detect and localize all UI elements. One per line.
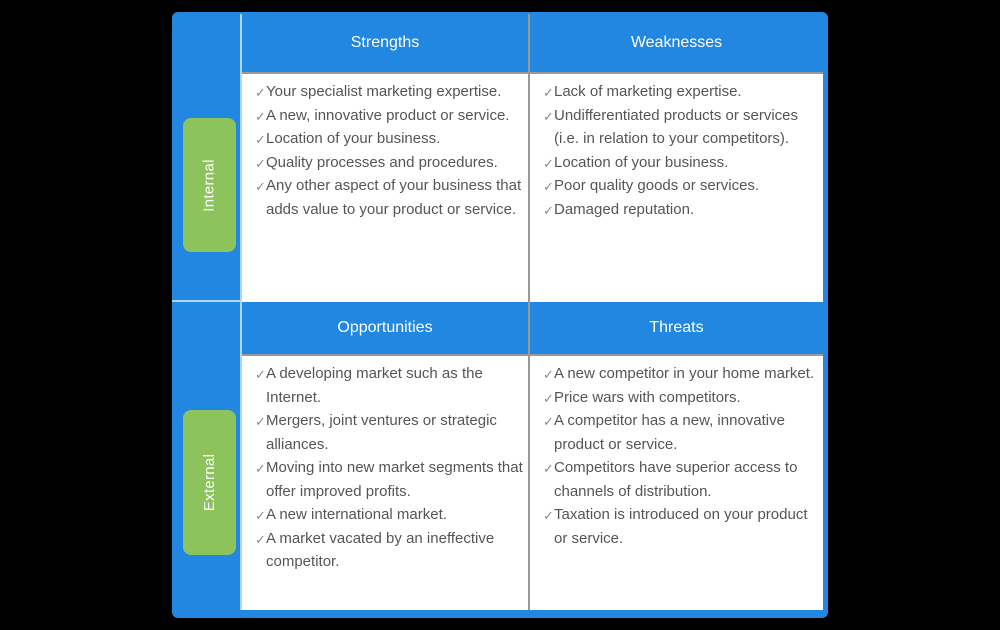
swot-item: ✓Poor quality goods or services. (543, 174, 819, 198)
swot-item-text: Moving into new market segments that off… (266, 459, 523, 500)
swot-item: ✓Your specialist marketing expertise. (255, 80, 524, 104)
swot-item: ✓Location of your business. (255, 127, 524, 151)
check-icon: ✓ (543, 508, 554, 523)
internal-label-badge: Internal (183, 118, 236, 252)
swot-item: ✓A new international market. (255, 503, 524, 527)
check-icon: ✓ (543, 108, 554, 124)
weaknesses-header: Weaknesses (530, 14, 823, 74)
swot-item: ✓A new, innovative product or service. (255, 104, 524, 128)
opportunities-cell: ✓A developing market such as the Interne… (242, 356, 530, 610)
swot-item-text: A new international market. (266, 506, 447, 523)
check-icon: ✓ (255, 414, 266, 429)
swot-item-text: Price wars with competitors. (554, 388, 741, 406)
check-icon: ✓ (543, 461, 554, 476)
swot-item-text: Mergers, joint ventures or strategic all… (266, 412, 497, 453)
check-icon: ✓ (255, 155, 266, 171)
opportunities-header: Opportunities (242, 302, 530, 356)
strengths-header: Strengths (242, 14, 530, 74)
swot-item-text: A developing market such as the Internet… (266, 365, 483, 406)
swot-item-text: Location of your business. (266, 130, 441, 147)
check-icon: ✓ (255, 108, 266, 124)
weaknesses-title: Weaknesses (630, 34, 723, 51)
strengths-title: Strengths (350, 34, 420, 51)
threats-cell: ✓A new competitor in your home market.✓P… (530, 356, 823, 610)
swot-item: ✓A developing market such as the Interne… (255, 362, 524, 409)
check-icon: ✓ (543, 390, 554, 406)
swot-item: ✓Competitors have superior access to cha… (543, 456, 819, 503)
weaknesses-cell: ✓Lack of marketing expertise.✓Undifferen… (530, 74, 823, 302)
swot-matrix: Internal External Strengths Weaknesses ✓… (172, 12, 828, 618)
swot-item: ✓Quality processes and procedures. (255, 151, 524, 175)
swot-item-text: A competitor has a new, innovative produ… (554, 412, 785, 453)
swot-item: ✓Mergers, joint ventures or strategic al… (255, 409, 524, 456)
swot-item: ✓Taxation is introduced on your product … (543, 503, 819, 550)
opportunities-title: Opportunities (337, 319, 433, 336)
swot-item-text: Poor quality goods or services. (554, 177, 760, 194)
swot-item: ✓A new competitor in your home market. (543, 362, 819, 386)
swot-item: ✓Undifferentiated products or services (… (543, 104, 819, 151)
swot-item-text: A market vacated by an ineffective compe… (266, 529, 495, 571)
opportunities-list: ✓A developing market such as the Interne… (255, 362, 524, 574)
swot-item: ✓Any other aspect of your business that … (255, 174, 524, 221)
swot-item-text: A new, innovative product or service. (266, 106, 510, 124)
row-divider (172, 300, 240, 302)
swot-item-text: Any other aspect of your business that a… (266, 177, 522, 218)
external-label-badge: External (183, 410, 236, 555)
swot-item: ✓Lack of marketing expertise. (543, 80, 819, 104)
swot-item-text: Your specialist marketing expertise. (266, 83, 502, 100)
swot-item-text: Competitors have superior access to chan… (554, 459, 798, 500)
swot-item: ✓A market vacated by an ineffective comp… (255, 527, 524, 574)
swot-item: ✓A competitor has a new, innovative prod… (543, 409, 819, 456)
swot-grid: Strengths Weaknesses ✓Your specialist ma… (240, 14, 823, 610)
threats-title: Threats (649, 319, 704, 336)
swot-item-text: Undifferentiated products or services (i… (554, 106, 799, 148)
swot-item: ✓Moving into new market segments that of… (255, 456, 524, 503)
swot-item-text: A new competitor in your home market. (554, 365, 815, 382)
check-icon: ✓ (255, 508, 266, 523)
swot-item: ✓Damaged reputation. (543, 198, 819, 222)
weaknesses-list: ✓Lack of marketing expertise.✓Undifferen… (543, 80, 819, 221)
check-icon: ✓ (543, 179, 554, 194)
swot-item-text: Quality processes and procedures. (266, 153, 498, 171)
swot-item: ✓Location of your business. (543, 151, 819, 175)
check-icon: ✓ (255, 179, 266, 194)
swot-item-text: Taxation is introduced on your product o… (554, 506, 808, 547)
swot-item-text: Lack of marketing expertise. (554, 83, 742, 100)
check-icon: ✓ (543, 414, 554, 429)
check-icon: ✓ (543, 367, 554, 382)
swot-item-text: Damaged reputation. (554, 200, 695, 218)
row-labels-column: Internal External (172, 12, 240, 618)
swot-item: ✓Price wars with competitors. (543, 386, 819, 410)
check-icon: ✓ (543, 85, 554, 100)
threats-list: ✓A new competitor in your home market.✓P… (543, 362, 819, 550)
check-icon: ✓ (255, 461, 266, 476)
strengths-cell: ✓Your specialist marketing expertise.✓A … (242, 74, 530, 302)
check-icon: ✓ (255, 132, 266, 147)
check-icon: ✓ (543, 202, 554, 218)
check-icon: ✓ (255, 85, 266, 100)
check-icon: ✓ (255, 531, 266, 547)
check-icon: ✓ (543, 155, 554, 171)
external-label: External (201, 453, 218, 512)
strengths-list: ✓Your specialist marketing expertise.✓A … (255, 80, 524, 221)
check-icon: ✓ (255, 367, 266, 382)
swot-item-text: Location of your business. (554, 153, 729, 171)
threats-header: Threats (530, 302, 823, 356)
internal-label: Internal (201, 158, 218, 212)
